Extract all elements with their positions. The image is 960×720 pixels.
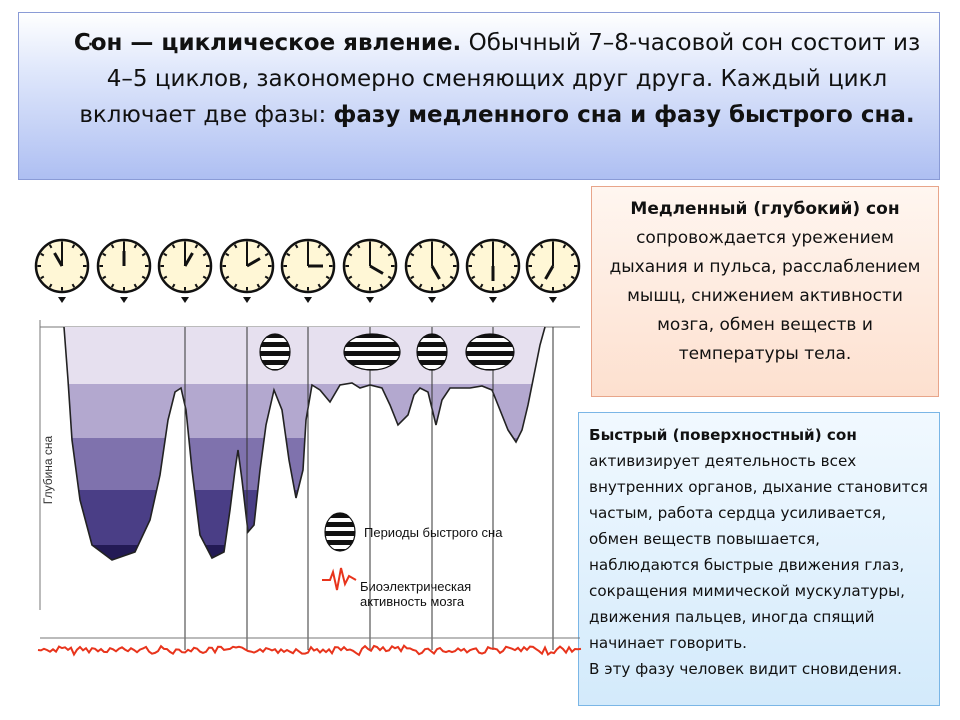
fast-sleep-text: активизирует деятельность всех внутренни… — [589, 452, 928, 652]
clock-icon — [404, 238, 460, 303]
legend-eeg-symbol — [322, 567, 357, 591]
slow-sleep-panel: Медленный (глубокий) сон сопровождается … — [591, 186, 939, 397]
rem-period-marker — [343, 333, 401, 371]
slow-sleep-title: Медленный (глубокий) сон — [630, 199, 900, 219]
clock-icon — [96, 238, 152, 303]
clock-icon — [34, 238, 90, 303]
legend-rem-label: Периоды быстрого сна — [364, 525, 503, 540]
depth-band-3 — [64, 438, 545, 490]
eeg-trace — [37, 644, 582, 657]
clock-icon — [157, 238, 213, 303]
fast-sleep-title: Быстрый (поверхностный) сон — [589, 426, 857, 444]
sleep-depth-curve — [63, 326, 546, 561]
intro-bold-lead: Сон — циклическое явление. — [73, 30, 462, 56]
legend: Периоды быстрого сна Биоэлектрическая ак… — [322, 512, 503, 609]
intro-bold-tail: фазу медленного сна и фазу быстрого сна. — [333, 102, 915, 128]
rem-period-marker — [416, 333, 448, 371]
bullet-marker: · — [87, 33, 94, 58]
clock-row — [34, 238, 581, 303]
rem-period-marker — [465, 333, 515, 371]
legend-rem-symbol — [324, 512, 356, 552]
sleep-cycle-diagram: Глубина сна Периоды быстрого сна Биоэлек… — [34, 238, 582, 657]
depth-band-5 — [64, 545, 545, 560]
rem-period-marker — [324, 512, 356, 552]
fast-sleep-panel: Быстрый (поверхностный) сон активизирует… — [578, 412, 940, 706]
intro-body: Обычный 7–8-часовой сон состоит из 4–5 ц… — [79, 30, 921, 128]
intro-text: Сон — циклическое явление. Обычный 7–8-ч… — [65, 25, 929, 133]
y-axis-label: Глубина сна — [41, 435, 55, 504]
intro-panel: · Сон — циклическое явление. Обычный 7–8… — [18, 12, 940, 180]
rem-periods — [259, 333, 515, 371]
fast-sleep-note: В эту фазу человек видит сновидения. — [589, 660, 902, 678]
clock-icon — [342, 238, 398, 303]
clock-icon — [280, 238, 336, 303]
clock-icon — [465, 238, 521, 303]
clock-icon — [525, 238, 581, 303]
rem-period-marker — [259, 333, 291, 371]
legend-eeg-label-2: активность мозга — [360, 594, 465, 609]
clock-icon — [219, 238, 275, 303]
clock-drop-lines — [184, 327, 554, 650]
depth-band-1 — [64, 327, 545, 384]
legend-eeg-label-1: Биоэлектрическая — [360, 579, 471, 594]
slow-sleep-text: сопровождается урежением дыхания и пульс… — [609, 228, 921, 364]
